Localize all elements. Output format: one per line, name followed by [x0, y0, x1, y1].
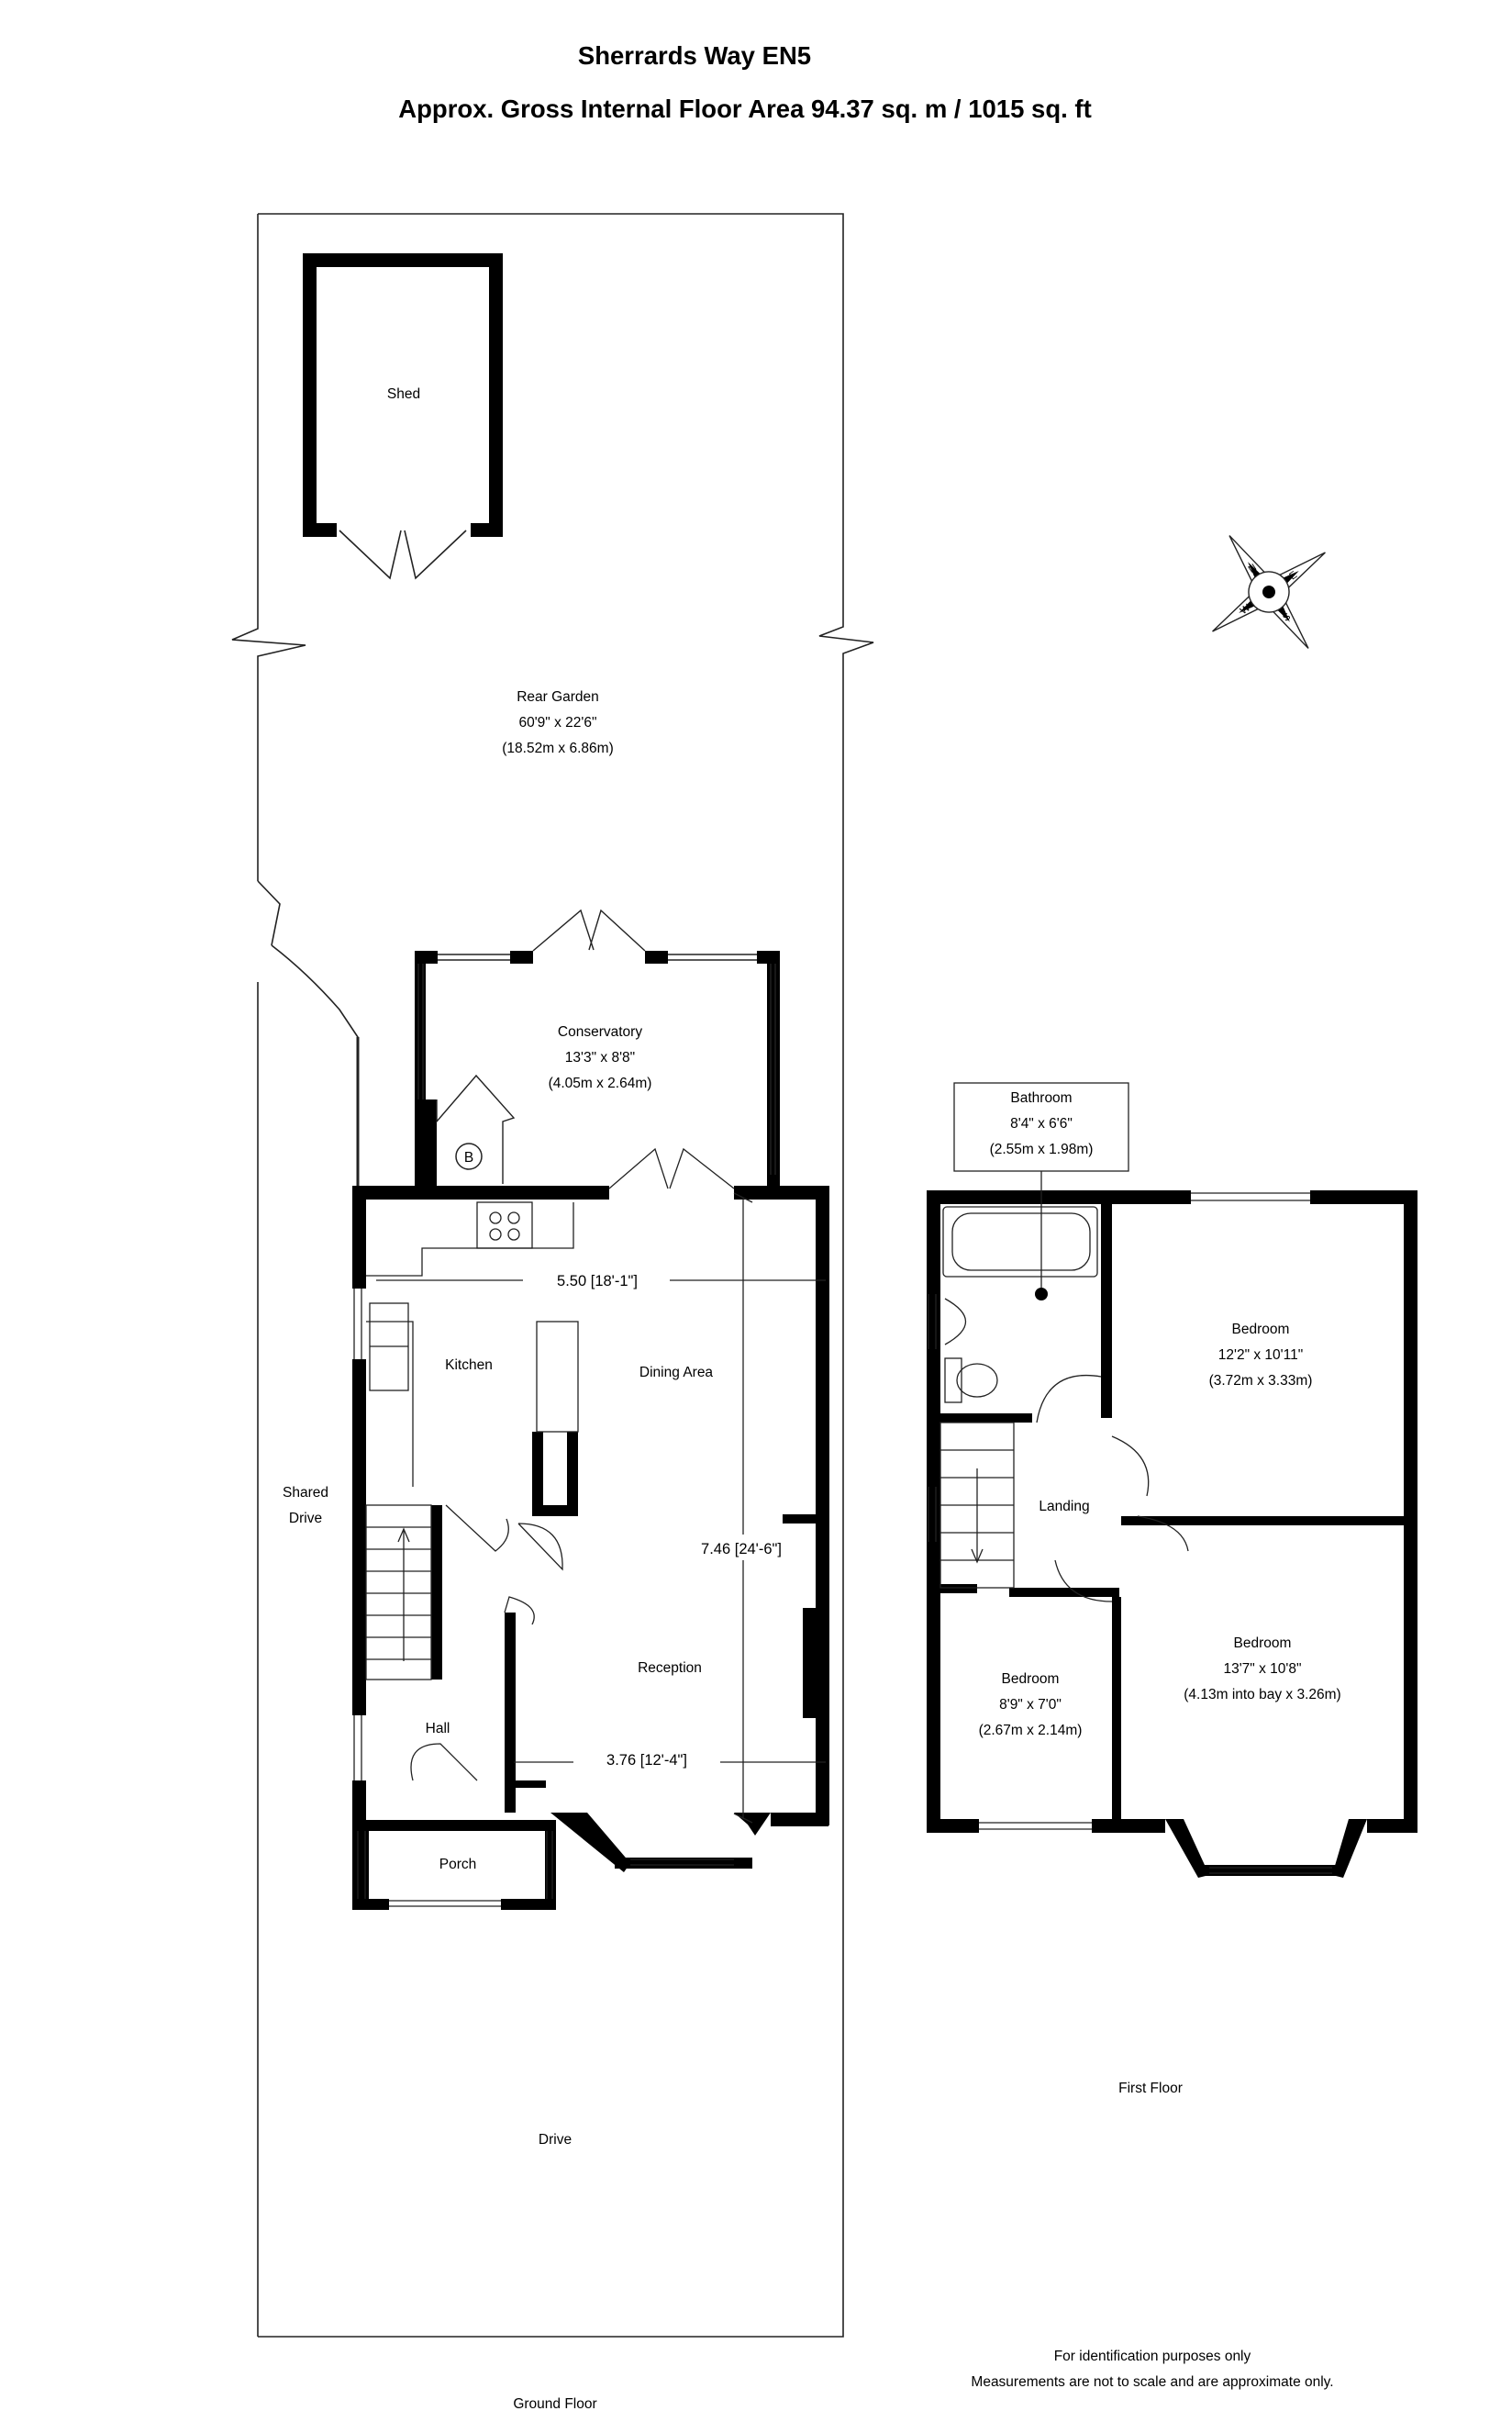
- svg-text:(3.72m x 3.33m): (3.72m x 3.33m): [1209, 1373, 1313, 1389]
- plan-title: Sherrards Way EN5: [578, 41, 811, 70]
- first-floor-walls: [927, 1190, 1418, 1878]
- svg-text:(2.67m x 2.14m): (2.67m x 2.14m): [979, 1723, 1083, 1738]
- svg-text:8'4" x 6'6": 8'4" x 6'6": [1010, 1116, 1073, 1132]
- first-floor-caption: First Floor: [1118, 2081, 1183, 2096]
- boiler-marker: [455, 1143, 483, 1170]
- disclaimer-line2: Measurements are not to scale and are ap…: [971, 2374, 1333, 2390]
- svg-text:Bedroom: Bedroom: [1232, 1322, 1290, 1337]
- ground-floor-caption: Ground Floor: [513, 2396, 596, 2412]
- conservatory: B Conservatory 13'3" x 8'8" (4.05m x 2.6…: [415, 909, 780, 1191]
- ground-floor-walls: [352, 1186, 829, 1910]
- svg-text:13'3" x 8'8": 13'3" x 8'8": [565, 1050, 635, 1066]
- shared-drive-label-2: Drive: [289, 1511, 322, 1526]
- rear-garden-label: Rear Garden 60'9" x 22'6" (18.52m x 6.86…: [502, 689, 613, 756]
- first-floor-labels: Bathroom 8'4" x 6'6" (2.55m x 1.98m) Bed…: [979, 1090, 1341, 2096]
- dim-length: 7.46 [24'-6"]: [701, 1541, 782, 1557]
- ground-floor-labels: 5.50 [18'-1"] Kitchen Dining Area 7.46 […: [283, 1273, 782, 2412]
- svg-text:Bathroom: Bathroom: [1010, 1090, 1072, 1106]
- dim-reception-width: 3.76 [12'-4"]: [606, 1752, 687, 1769]
- svg-text:8'9" x 7'0": 8'9" x 7'0": [999, 1697, 1062, 1713]
- svg-text:(18.52m x 6.86m): (18.52m x 6.86m): [502, 741, 613, 756]
- shared-drive-label: Shared: [283, 1485, 328, 1501]
- svg-text:13'7" x 10'8": 13'7" x 10'8": [1223, 1661, 1301, 1677]
- svg-text:(4.13m into bay x 3.26m): (4.13m into bay x 3.26m): [1184, 1687, 1340, 1702]
- svg-text:Conservatory: Conservatory: [558, 1024, 642, 1040]
- dim-overall-width: 5.50 [18'-1"]: [557, 1273, 638, 1289]
- shed-label: Shed: [387, 386, 420, 402]
- svg-text:(2.55m x 1.98m): (2.55m x 1.98m): [990, 1142, 1094, 1157]
- ground-floor-lines: [353, 1147, 826, 1907]
- hall-label: Hall: [426, 1721, 450, 1736]
- plan-subtitle: Approx. Gross Internal Floor Area 94.37 …: [398, 95, 1091, 123]
- dining-area-label: Dining Area: [639, 1365, 714, 1380]
- svg-text:60'9" x 22'6": 60'9" x 22'6": [518, 715, 596, 731]
- landing-label: Landing: [1039, 1499, 1089, 1514]
- compass-rose-icon: N E S W: [1212, 535, 1326, 649]
- drive-label: Drive: [539, 2132, 572, 2148]
- disclaimer-line1: For identification purposes only: [1054, 2349, 1251, 2364]
- kitchen-label: Kitchen: [445, 1357, 493, 1373]
- shed: Shed: [303, 253, 503, 580]
- bathroom-pointer-dot: [1035, 1288, 1048, 1300]
- svg-text:Bedroom: Bedroom: [1234, 1635, 1292, 1651]
- svg-text:Rear Garden: Rear Garden: [517, 689, 599, 705]
- svg-text:12'2" x 10'11": 12'2" x 10'11": [1218, 1347, 1303, 1363]
- plot-boundary: [231, 213, 874, 2338]
- svg-text:(4.05m x 2.64m): (4.05m x 2.64m): [549, 1076, 652, 1091]
- svg-text:Bedroom: Bedroom: [1002, 1671, 1060, 1687]
- first-floor-lines: [928, 1082, 1332, 1874]
- reception-label: Reception: [638, 1660, 702, 1676]
- boiler-label: B: [464, 1150, 473, 1166]
- porch-label: Porch: [439, 1857, 477, 1872]
